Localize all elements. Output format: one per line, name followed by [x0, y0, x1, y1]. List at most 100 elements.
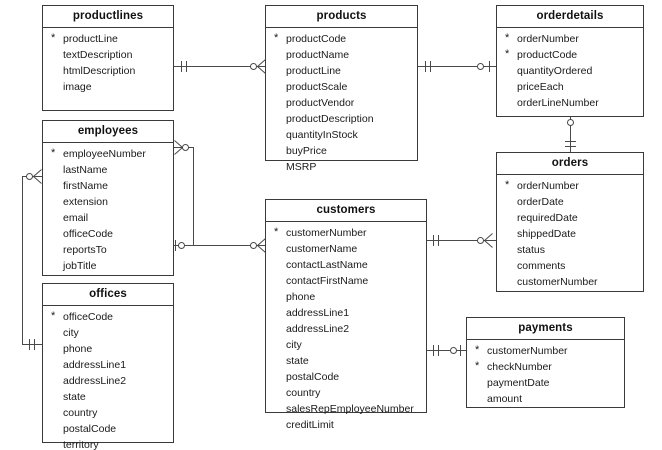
field-label: productVendor [286, 97, 355, 109]
field-row[interactable]: buyPrice [266, 143, 417, 159]
connector-orderdetails-orders [570, 117, 571, 152]
field-row[interactable]: priceEach [497, 79, 643, 95]
field-row[interactable]: status [497, 242, 643, 258]
field-row[interactable]: *employeeNumber [43, 146, 173, 162]
primary-key-icon: * [274, 32, 279, 44]
field-row[interactable]: territory [43, 437, 173, 450]
field-row[interactable]: email [43, 210, 173, 226]
field-row[interactable]: addressLine1 [266, 305, 426, 321]
field-row[interactable]: addressLine1 [43, 357, 173, 373]
field-row[interactable]: productScale [266, 79, 417, 95]
field-row[interactable]: shippedDate [497, 226, 643, 242]
field-row[interactable]: extension [43, 194, 173, 210]
field-row[interactable]: MSRP [266, 159, 417, 175]
field-row[interactable]: postalCode [43, 421, 173, 437]
field-row[interactable]: productName [266, 47, 417, 63]
field-label: productScale [286, 81, 348, 93]
field-row[interactable]: jobTitle [43, 258, 173, 274]
field-row[interactable]: city [266, 337, 426, 353]
field-row[interactable]: productVendor [266, 95, 417, 111]
field-row[interactable]: paymentDate [467, 375, 624, 391]
field-row[interactable]: addressLine2 [43, 373, 173, 389]
cardinality-one-offices [29, 339, 30, 350]
field-row[interactable]: phone [43, 341, 173, 357]
field-row[interactable]: quantityInStock [266, 127, 417, 143]
field-row[interactable]: contactLastName [266, 257, 426, 273]
field-row[interactable]: orderLineNumber [497, 95, 643, 111]
field-row[interactable]: quantityOrdered [497, 63, 643, 79]
field-row[interactable]: productDescription [266, 111, 417, 127]
field-row[interactable]: image [43, 79, 173, 95]
cardinality-one-productlines [181, 61, 182, 72]
field-row[interactable]: firstName [43, 178, 173, 194]
cardinality-zero-orderdetails [477, 63, 484, 70]
field-row[interactable]: lastName [43, 162, 173, 178]
cardinality-one-customers-orders [433, 235, 434, 246]
primary-key-icon: * [475, 360, 480, 372]
field-row[interactable]: amount [467, 391, 624, 407]
field-row[interactable]: phone [266, 289, 426, 305]
field-row[interactable]: *productLine [43, 31, 173, 47]
cardinality-one-customers-orders-b [438, 235, 439, 246]
field-label: contactLastName [286, 259, 368, 271]
field-row[interactable]: textDescription [43, 47, 173, 63]
field-row[interactable]: state [266, 353, 426, 369]
field-row[interactable]: city [43, 325, 173, 341]
field-label: productDescription [286, 113, 374, 125]
field-row[interactable]: country [266, 385, 426, 401]
field-row[interactable]: orderDate [497, 194, 643, 210]
field-label: country [286, 387, 321, 399]
field-label: reportsTo [63, 244, 107, 256]
field-row[interactable]: comments [497, 258, 643, 274]
field-label: city [286, 339, 302, 351]
field-row[interactable]: * orderNumber [497, 31, 643, 47]
field-row[interactable]: officeCode [43, 226, 173, 242]
entity-title-products: products [266, 6, 417, 28]
field-label: lastName [63, 164, 108, 176]
field-row[interactable]: requiredDate [497, 210, 643, 226]
field-row[interactable]: htmlDescription [43, 63, 173, 79]
field-label: country [63, 407, 98, 419]
field-row[interactable]: *customerNumber [266, 225, 426, 241]
field-row[interactable]: salesRepEmployeeNumber [266, 401, 426, 417]
field-row[interactable]: customerName [266, 241, 426, 257]
field-row[interactable]: reportsTo [43, 242, 173, 258]
field-row[interactable]: *customerNumber [467, 343, 624, 359]
field-row[interactable]: *productCode [497, 47, 643, 63]
primary-key-icon: * [475, 344, 480, 356]
field-row[interactable]: creditLimit [266, 417, 426, 433]
field-row[interactable]: contactFirstName [266, 273, 426, 289]
entity-title-employees: employees [43, 121, 173, 143]
primary-key-icon: * [505, 32, 510, 44]
field-row[interactable]: productLine [266, 63, 417, 79]
field-row[interactable]: addressLine2 [266, 321, 426, 337]
connector-products-orderdetails [418, 66, 496, 67]
field-row[interactable]: *orderNumber [497, 178, 643, 194]
cardinality-one-products-od [425, 61, 426, 72]
field-row[interactable]: *productCode [266, 31, 417, 47]
field-label: customerNumber [517, 276, 598, 288]
field-label: firstName [63, 180, 108, 192]
field-row[interactable]: state [43, 389, 173, 405]
entity-employees[interactable]: employees *employeeNumber lastName firstNam… [42, 120, 174, 276]
field-label: phone [63, 343, 93, 355]
field-row[interactable]: *officeCode [43, 309, 173, 325]
field-row[interactable]: customerNumber [497, 274, 643, 290]
field-row[interactable]: *checkNumber [467, 359, 624, 375]
field-label: orderNumber [517, 33, 579, 45]
field-row[interactable]: postalCode [266, 369, 426, 385]
cardinality-zero-orders-cust [477, 237, 484, 244]
entity-fields-employees: *employeeNumber lastName firstName extensio… [43, 143, 173, 278]
field-row[interactable]: country [43, 405, 173, 421]
field-label: paymentDate [487, 377, 550, 389]
primary-key-icon: * [51, 32, 56, 44]
